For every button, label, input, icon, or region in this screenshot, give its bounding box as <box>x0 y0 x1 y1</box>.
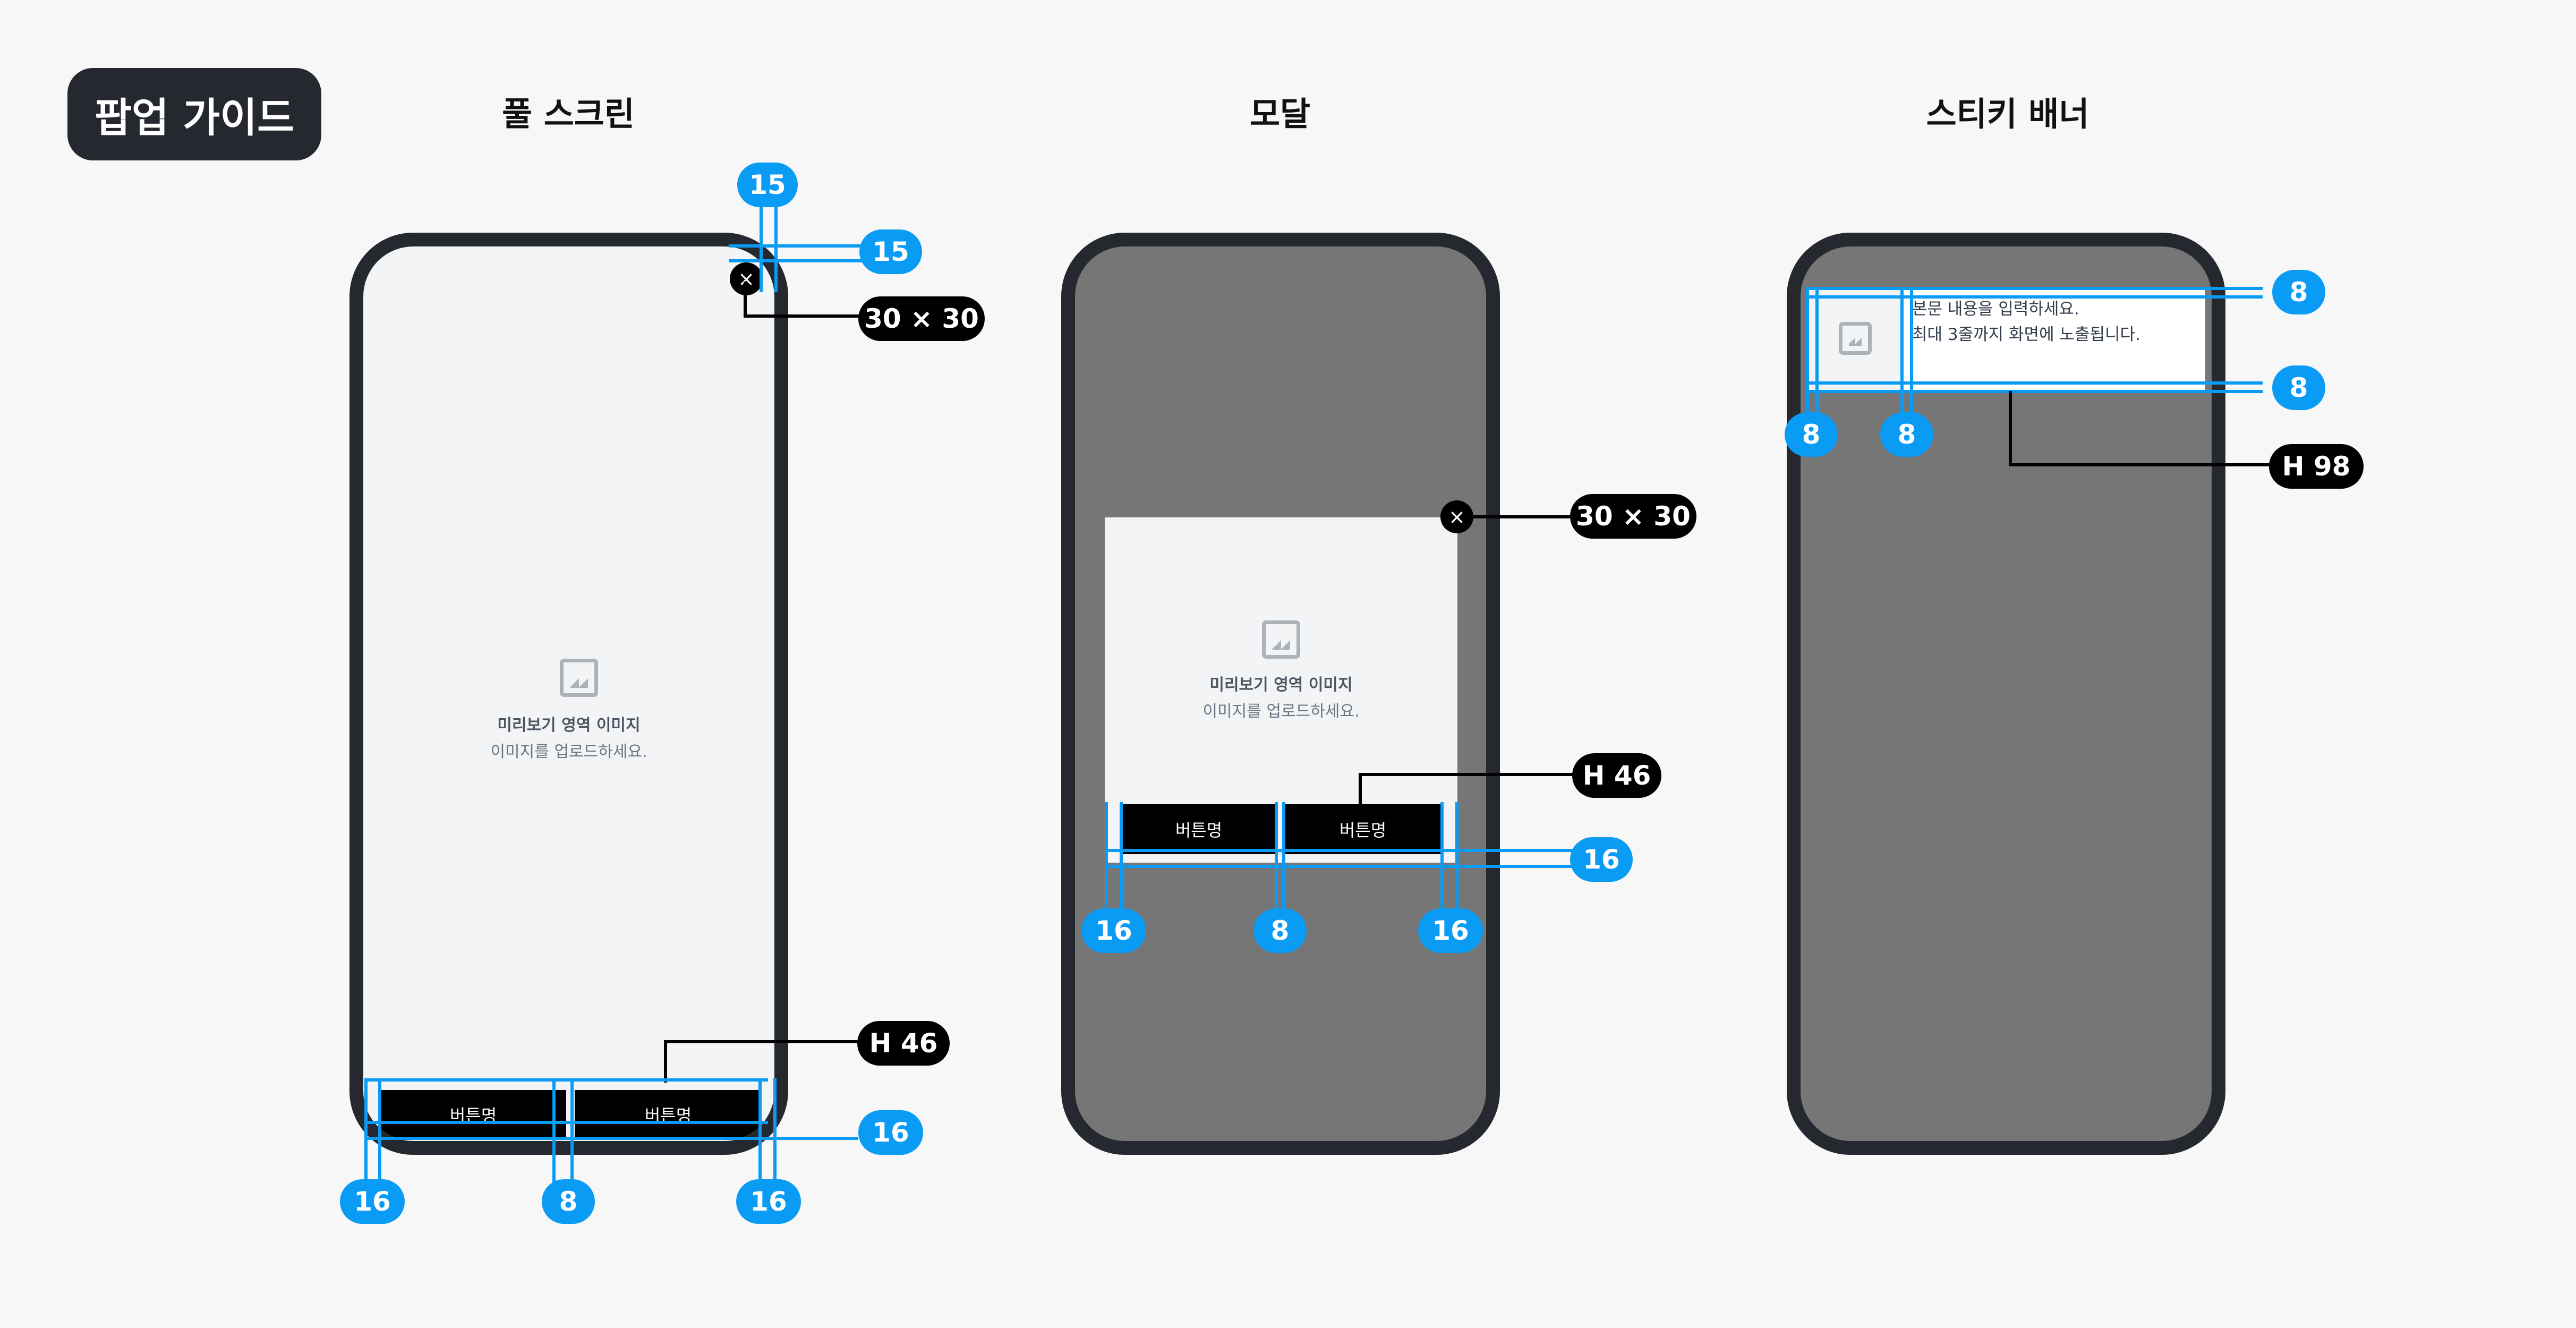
spec-badge-modal-close: 30 × 30 <box>1570 494 1696 539</box>
spec-line <box>1105 865 1593 868</box>
spec-pointer <box>2009 391 2012 465</box>
spec-line <box>1806 390 2263 393</box>
primary-button-right[interactable]: 버튼명 <box>575 1090 762 1139</box>
spec-line <box>774 165 778 292</box>
spec-badge-modal-gap: 8 <box>1253 908 1307 953</box>
modal-button-right[interactable]: 버튼명 <box>1285 804 1440 854</box>
preview-subtitle: 이미지를 업로드하세요. <box>490 743 647 761</box>
preview-title: 미리보기 영역 이미지 <box>1209 676 1353 694</box>
spec-pointer <box>744 282 747 317</box>
section-title-modal: 모달 <box>1249 95 1311 133</box>
spec-line <box>760 165 763 292</box>
spec-line <box>1105 802 1108 908</box>
spec-pointer <box>1359 773 1576 776</box>
spec-badge-fs-btn-height: H 46 <box>857 1021 950 1066</box>
spec-badge-fs-close: 30 × 30 <box>858 296 985 341</box>
spec-badge-sticky-left: 8 <box>1785 412 1838 457</box>
spec-badge-fs-right: 15 <box>859 229 922 274</box>
spec-badge-fs-left: 16 <box>340 1179 405 1224</box>
spec-line <box>1900 287 1904 420</box>
spec-line <box>1105 849 1593 852</box>
page-title: 팝업 가이드 <box>67 68 321 160</box>
spec-pointer <box>664 1040 864 1043</box>
banner-text-line2: 최대 3줄까지 화면에 노출됩니다. <box>1912 325 2140 344</box>
image-placeholder-icon <box>1839 322 1872 355</box>
spec-line <box>1440 802 1444 908</box>
spec-badge-sticky-gap: 8 <box>1880 412 1933 457</box>
spec-line <box>1275 802 1278 908</box>
spec-pointer <box>1473 515 1572 518</box>
spec-line <box>773 1078 777 1201</box>
sticky-banner[interactable]: 본문 내용을 입력하세요. 최대 3줄까지 화면에 노출됩니다. <box>1809 289 2205 390</box>
spec-line <box>1910 287 1913 420</box>
banner-thumbnail <box>1809 289 1901 390</box>
modal-close-button[interactable]: × <box>1440 500 1473 533</box>
spec-line <box>729 244 888 248</box>
preview-title: 미리보기 영역 이미지 <box>497 716 641 735</box>
spec-line <box>364 1078 368 1201</box>
image-placeholder-icon <box>1262 620 1300 659</box>
spec-line <box>1806 381 2263 385</box>
spec-line <box>364 1121 768 1124</box>
spec-pointer <box>664 1040 667 1083</box>
close-icon: × <box>1448 505 1465 529</box>
spec-line <box>1806 295 2263 299</box>
section-title-sticky: 스티키 배너 <box>1926 95 2089 133</box>
spec-line <box>758 1078 762 1201</box>
modal-button-left[interactable]: 버튼명 <box>1122 804 1276 854</box>
image-placeholder-icon <box>560 659 598 697</box>
modal-dialog: 미리보기 영역 이미지 이미지를 업로드하세요. 버튼명 버튼명 <box>1105 517 1457 863</box>
spec-pointer <box>2009 463 2274 466</box>
spec-badge-fs-top: 15 <box>737 163 798 207</box>
spec-badge-sticky-height: H 98 <box>2269 444 2364 489</box>
spec-line <box>570 1078 574 1201</box>
spec-line <box>378 1078 381 1201</box>
spec-badge-modal-left: 16 <box>1081 908 1146 953</box>
spec-badge-sticky-bottom: 8 <box>2272 365 2325 410</box>
spec-badge-modal-right: 16 <box>1418 908 1483 953</box>
spec-line <box>364 1137 858 1140</box>
spec-badge-sticky-top: 8 <box>2272 270 2325 314</box>
spec-line <box>552 1078 556 1201</box>
spec-line <box>729 259 888 262</box>
spec-line <box>1455 802 1458 908</box>
phone-fullscreen: 미리보기 영역 이미지 이미지를 업로드하세요. × 버튼명 버튼명 <box>349 233 788 1155</box>
primary-button-left[interactable]: 버튼명 <box>380 1090 566 1139</box>
spec-line <box>1806 287 1809 420</box>
spec-badge-fs-right-margin: 16 <box>736 1179 801 1224</box>
spec-line <box>1282 802 1285 908</box>
spec-badge-modal-btn-height: H 46 <box>1572 753 1661 798</box>
spec-badge-modal-bottom: 16 <box>1570 837 1633 882</box>
spec-line <box>1806 287 2263 290</box>
banner-text-line1: 본문 내용을 입력하세요. <box>1912 300 2079 319</box>
spec-line <box>364 1078 768 1082</box>
spec-badge-fs-gap: 8 <box>542 1179 595 1224</box>
spec-pointer <box>1359 773 1362 805</box>
spec-line <box>1815 287 1819 420</box>
section-title-fullscreen: 풀 스크린 <box>502 95 635 133</box>
spec-badge-fs-bottom: 16 <box>858 1110 923 1155</box>
spec-line <box>1120 802 1123 908</box>
preview-subtitle: 이미지를 업로드하세요. <box>1202 702 1360 721</box>
spec-pointer <box>744 314 860 318</box>
